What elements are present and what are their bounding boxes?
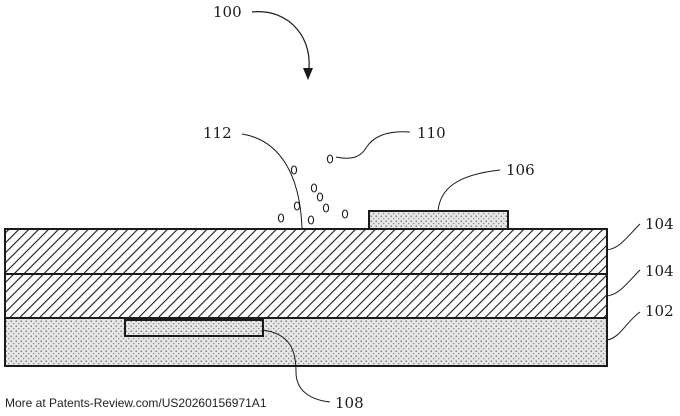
layer-lower-leader bbox=[606, 269, 641, 297]
layer-upper-leader bbox=[606, 223, 641, 251]
label-layer-upper: 104 bbox=[645, 215, 674, 233]
particle bbox=[307, 215, 315, 225]
particle bbox=[322, 203, 330, 213]
buried-pad-leader bbox=[262, 329, 331, 403]
substrate-layer bbox=[4, 317, 608, 367]
buried-pad bbox=[124, 319, 264, 337]
top-pad-leader bbox=[437, 169, 501, 212]
label-layer-lower: 104 bbox=[645, 262, 674, 280]
lower-hatched-layer bbox=[4, 273, 608, 319]
particle-cluster bbox=[277, 154, 349, 225]
label-top-pad: 106 bbox=[506, 161, 535, 179]
upper-hatched-layer bbox=[4, 228, 608, 275]
particle bbox=[310, 183, 318, 193]
label-substrate: 102 bbox=[645, 302, 674, 320]
particle bbox=[293, 201, 301, 211]
device-arrow bbox=[251, 11, 310, 76]
particle bbox=[290, 165, 298, 175]
top-pad bbox=[368, 210, 509, 230]
particle bbox=[316, 192, 324, 202]
substrate-leader bbox=[606, 311, 641, 341]
particles-leader bbox=[335, 131, 411, 159]
particle bbox=[277, 213, 285, 223]
particle bbox=[341, 209, 349, 219]
label-interface: 112 bbox=[203, 124, 232, 142]
particle bbox=[326, 154, 334, 164]
label-particles: 110 bbox=[417, 124, 446, 142]
label-buried-pad: 108 bbox=[335, 394, 364, 412]
source-footer[interactable]: More at Patents-Review.com/US20260156971… bbox=[5, 396, 267, 410]
label-device: 100 bbox=[213, 3, 242, 21]
interface-leader bbox=[241, 133, 303, 229]
device-arrow-head-icon bbox=[303, 68, 313, 80]
